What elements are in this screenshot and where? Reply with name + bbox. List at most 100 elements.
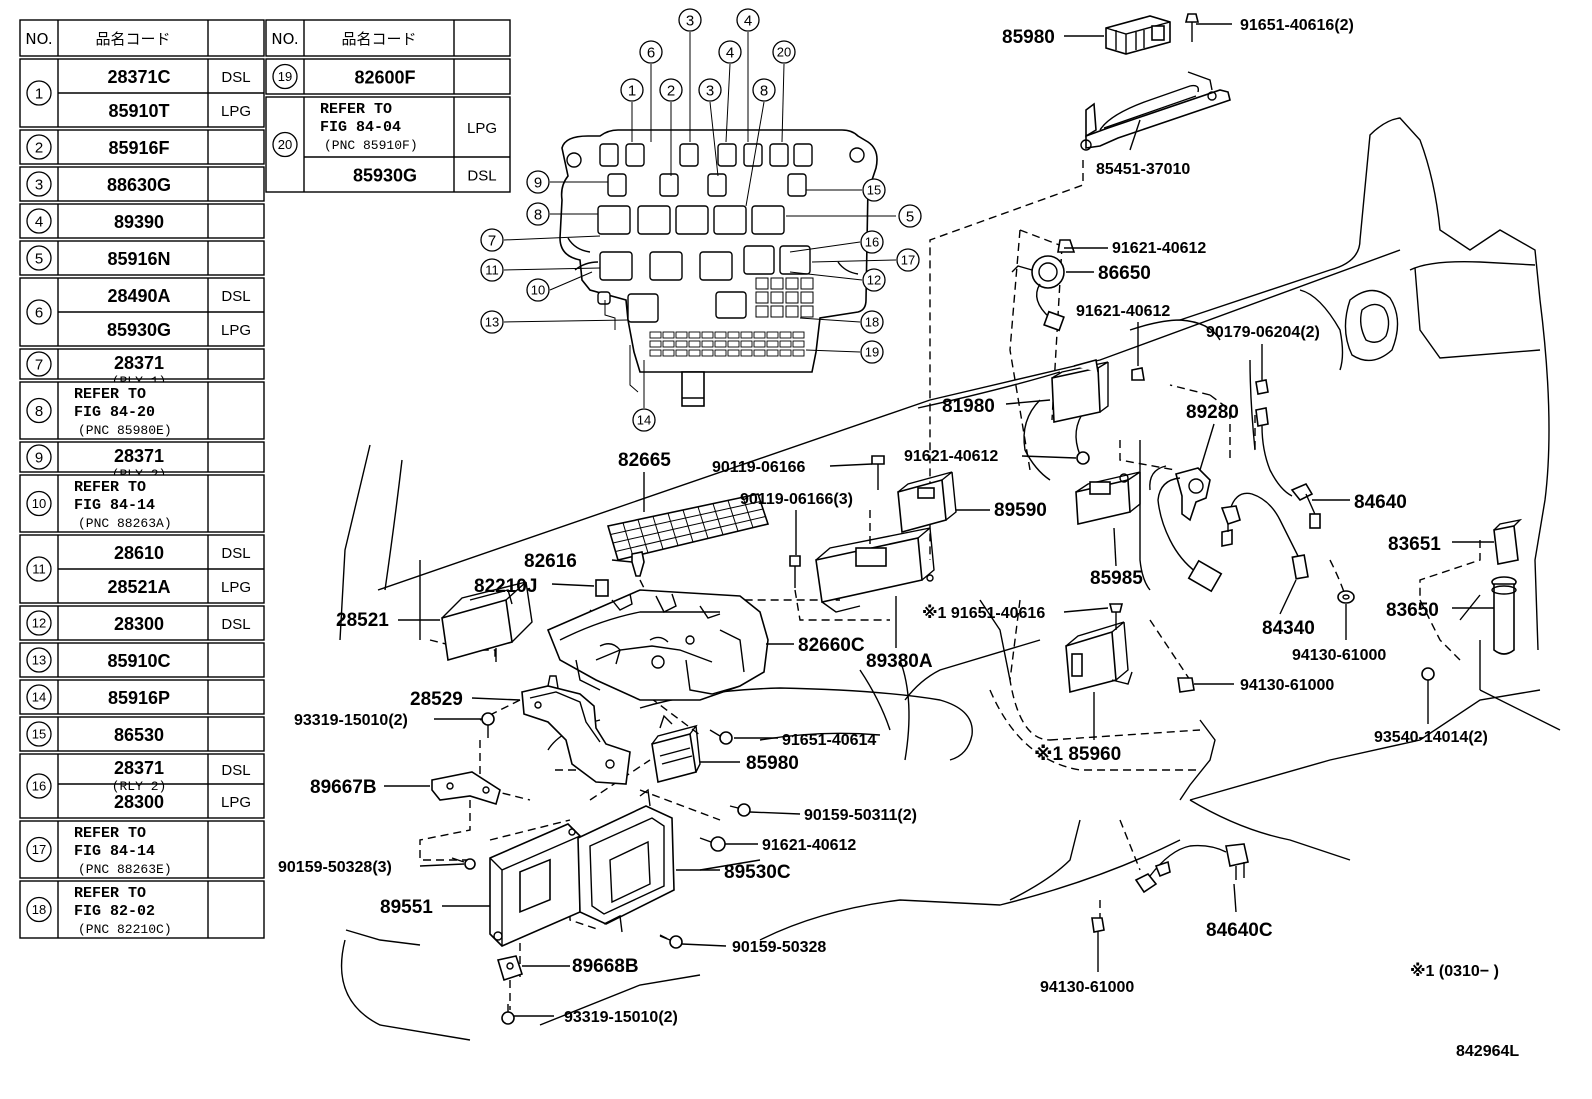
table-part-code: 28610: [114, 543, 164, 563]
callout-label: 20: [278, 137, 292, 152]
table-note: DSL: [221, 288, 250, 305]
label-82616: 82616: [524, 551, 577, 572]
table-row-number: 17: [26, 836, 52, 863]
callout-label: 5: [906, 208, 914, 225]
table-part-code: 85930G: [107, 320, 171, 340]
part-86650: [1011, 239, 1076, 332]
part-labels: 85980 91651-40616(2) 85451-37010 91621-4…: [278, 17, 1519, 1060]
callout-label: 19: [865, 345, 879, 360]
label-85980-top: 85980: [1002, 27, 1055, 48]
callout-9: 9: [526, 170, 550, 194]
table-row-number: 8: [26, 397, 52, 424]
callout-3: 3: [678, 8, 702, 32]
callout-14: 14: [632, 408, 656, 432]
table-ref-line: FIG 82-02: [74, 903, 155, 920]
table-header-code: 品名コード: [95, 30, 170, 48]
label-91621-40612-a: 91621-40612: [1112, 240, 1206, 257]
callout-label: 8: [760, 82, 768, 99]
part-81980: [1051, 358, 1145, 423]
table-ref-pnc: (PNC 85910F): [324, 138, 418, 153]
callout-label: 5: [35, 250, 43, 267]
label-84340: 84340: [1262, 618, 1315, 639]
table-ref-line: REFER TO: [74, 386, 146, 403]
table-part-code: 28371: [114, 353, 164, 373]
table-part-code: 28521A: [107, 577, 170, 597]
label-91651-40614: 91651-40614: [782, 732, 876, 749]
table-row-number: 18: [26, 896, 52, 923]
table-part-code: 85910T: [108, 101, 169, 121]
table-part-code: 28371C: [107, 67, 170, 87]
callout-17: 17: [896, 248, 920, 272]
label-89590: 89590: [994, 500, 1047, 521]
callout-4: 4: [718, 40, 742, 64]
table-row-number: 20: [272, 131, 298, 158]
callout-label: 7: [35, 356, 43, 373]
table-row-number: 19: [272, 63, 298, 90]
callout-8: 8: [752, 78, 776, 102]
label-91621-40612-b: 91621-40612: [1076, 303, 1170, 320]
label-85960: ※1 85960: [1034, 744, 1121, 765]
label-91621-40612-d: 91621-40612: [762, 837, 856, 854]
part-89551-ecu: [489, 823, 581, 947]
label-85451-37010: 85451-37010: [1096, 161, 1190, 178]
bolt-91651-40616: [1184, 13, 1200, 42]
table-note: DSL: [221, 545, 250, 562]
callout-label: 15: [32, 727, 46, 742]
table-part-code: 28371: [114, 446, 164, 466]
table-row-number: 12: [26, 610, 52, 636]
callout-2: 2: [659, 78, 683, 102]
callout-label: 18: [32, 902, 46, 917]
part-89280: [1149, 465, 1223, 593]
callout-label: 20: [777, 45, 791, 60]
part-89590: [897, 471, 957, 534]
part-85960: [1065, 621, 1133, 694]
callout-label: 17: [32, 842, 46, 857]
table-ref-line: FIG 84-20: [74, 404, 155, 421]
part-83650: [1491, 576, 1517, 655]
callout-12: 12: [862, 268, 886, 292]
bolt-90159-50311: [729, 803, 751, 817]
callout-label: 13: [485, 315, 499, 330]
washer-90179-06204: [1255, 379, 1269, 395]
table-row-number: 9: [26, 444, 52, 470]
label-90119-06166-3: 90119-06166(3): [740, 491, 853, 508]
table-part-code: 89390: [114, 212, 164, 232]
table-note: DSL: [467, 168, 496, 185]
table-row-number: 3: [26, 171, 52, 197]
label-90179-06204: 90179-06204(2): [1206, 324, 1320, 341]
part-28521: [441, 581, 533, 662]
callout-label: 9: [534, 174, 542, 191]
table-note: LPG: [221, 794, 251, 811]
washer-94130-b: [1177, 677, 1195, 693]
callout-3: 3: [698, 78, 722, 102]
table-ref-line: REFER TO: [74, 885, 146, 902]
callout-label: 12: [32, 616, 46, 631]
table-row-number: 16: [26, 773, 52, 799]
table-part-code: 85916F: [108, 138, 169, 158]
label-89551: 89551: [380, 897, 433, 918]
label-83651: 83651: [1388, 534, 1441, 555]
callout-label: 10: [531, 283, 545, 298]
bracket-85451-37010: [1080, 71, 1231, 151]
callout-label: 11: [32, 562, 46, 577]
callout-label: 17: [901, 253, 915, 268]
callout-label: 7: [488, 232, 496, 249]
part-82210j: [595, 579, 609, 597]
table-part-code: 86530: [114, 725, 164, 745]
table-header-no: NO.: [271, 30, 298, 48]
part-85980-top: [1105, 15, 1171, 55]
bolt-90159-50328-3: [451, 857, 476, 870]
table-ref-line: FIG 84-04: [320, 119, 401, 136]
callout-1: 1: [620, 78, 644, 102]
table-row-number: 10: [26, 490, 52, 517]
callout-15: 15: [862, 178, 886, 202]
part-84640: [1255, 407, 1321, 529]
part-82665-grid: [606, 493, 770, 561]
table-part-code: 85916P: [108, 688, 170, 708]
label-91651-40616: ※1 91651-40616: [922, 604, 1045, 622]
table-ref-line: REFER TO: [320, 101, 392, 118]
table-row-number: 1: [26, 80, 52, 106]
figure-id: 842964L: [1456, 1043, 1519, 1060]
